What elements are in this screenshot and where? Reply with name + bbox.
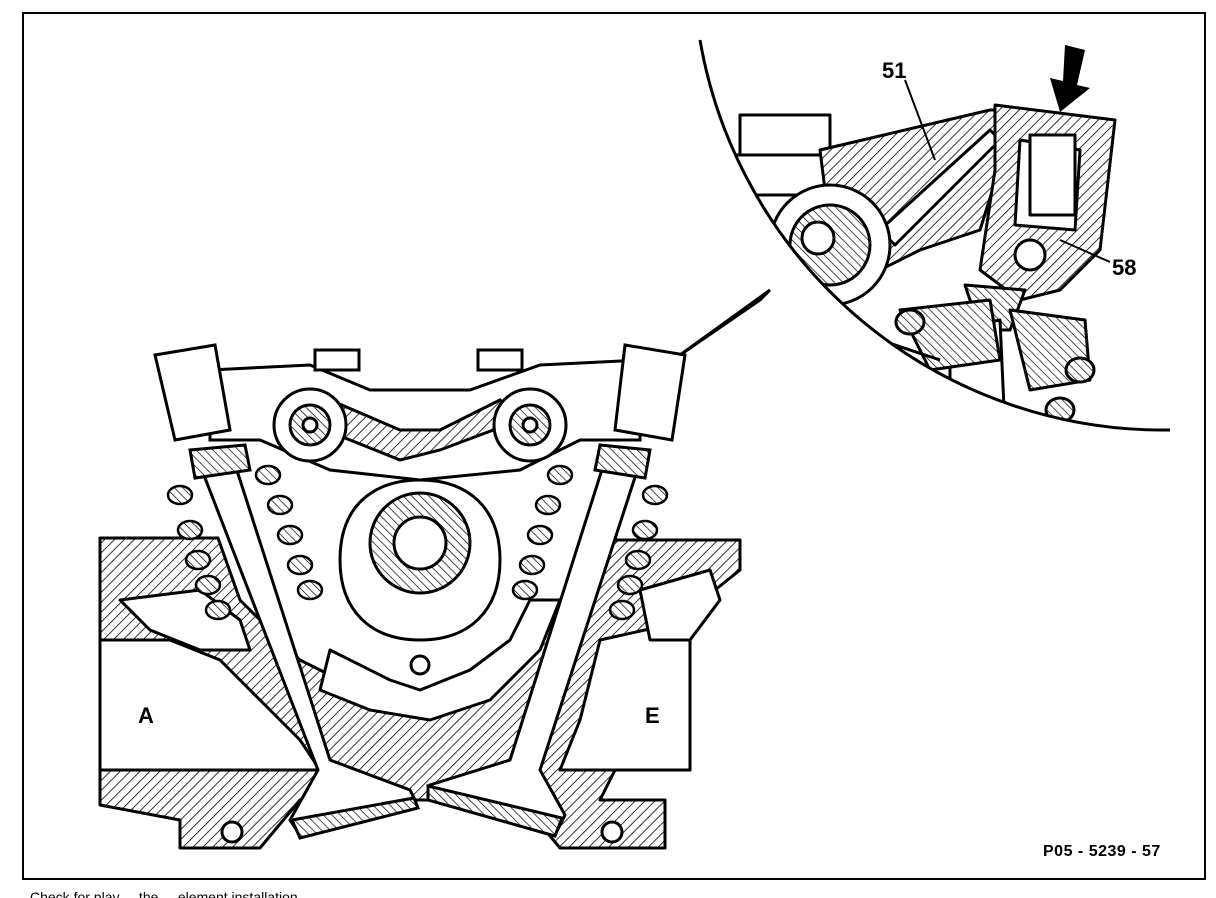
valve-springs: [166, 464, 669, 621]
hydraulic-element-callout: 58: [1112, 255, 1137, 280]
figure-code: P05 - 5239 - 57: [1043, 843, 1161, 860]
intake-valve: [426, 458, 640, 838]
intake-side-label: E: [645, 703, 660, 728]
exhaust-side-label: A: [138, 703, 154, 728]
rocker-arm-callout: 51: [882, 58, 907, 83]
rocker-arm-assembly: [153, 343, 687, 482]
detail-leader: [679, 288, 772, 357]
press-arrow-icon: [1050, 45, 1090, 112]
caption-fragment: Check for play ... the ... element insta…: [30, 889, 298, 898]
exhaust-valve: [198, 453, 421, 840]
detail-magnified-view: [698, 39, 1171, 432]
camshaft: [338, 478, 502, 642]
